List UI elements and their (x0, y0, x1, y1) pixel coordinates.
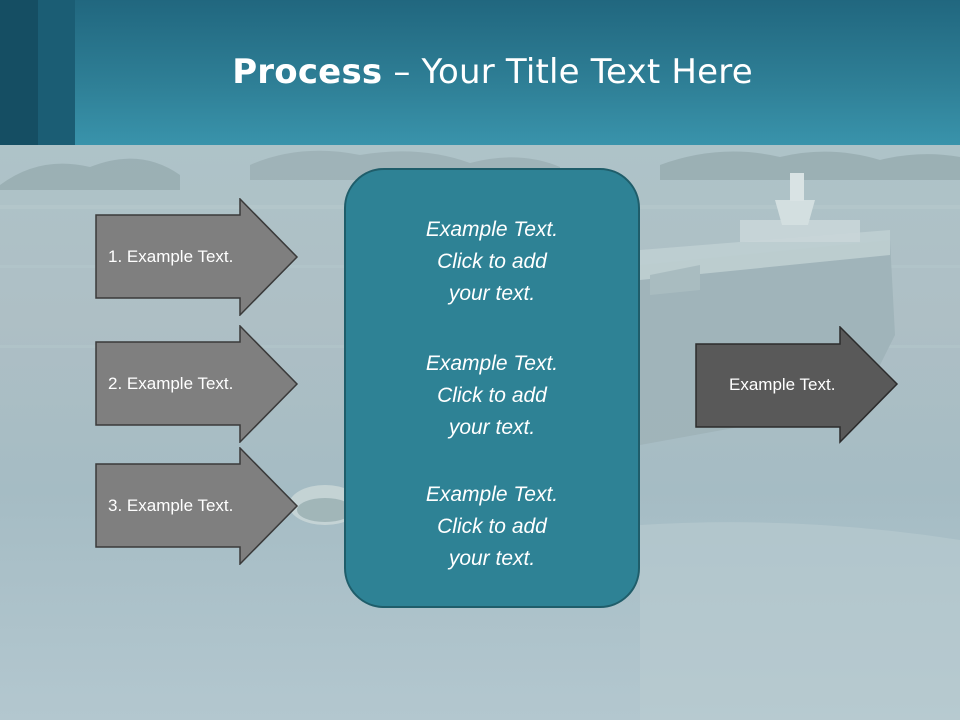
step-arrow-label: 3. Example Text. (108, 496, 234, 515)
panel-text-block[interactable]: Example Text. Click to add your text. (346, 348, 638, 444)
panel-line: Example Text. (425, 352, 559, 375)
step-arrow-1[interactable]: 1. Example Text. (95, 198, 299, 316)
step-arrow-label: 2. Example Text. (108, 374, 234, 393)
step-arrow-2[interactable]: 2. Example Text. (95, 325, 299, 443)
panel-line: Example Text. (425, 218, 559, 241)
result-arrow[interactable]: Example Text. (695, 326, 899, 444)
panel-text-block[interactable]: Example Text. Click to add your text. (346, 479, 638, 575)
result-arrow-label: Example Text. (729, 375, 836, 394)
panel-line: Click to add (437, 384, 547, 407)
panel-line: Example Text. (425, 483, 559, 506)
panel-line: Click to add (437, 250, 547, 273)
title-rest-text: – Your Title Text Here (382, 52, 753, 92)
header-accent-strip (38, 0, 75, 145)
title-bold-text: Process (232, 52, 383, 92)
step-arrow-label: 1. Example Text. (108, 247, 234, 266)
slide-title[interactable]: Process – Your Title Text Here (0, 52, 960, 92)
panel-line: your text. (448, 282, 536, 305)
panel-line: Click to add (437, 515, 547, 538)
header-accent-strip (0, 0, 38, 145)
title-header: Process – Your Title Text Here (0, 0, 960, 145)
panel-line: your text. (448, 547, 536, 570)
panel-text-block[interactable]: Example Text. Click to add your text. (346, 214, 638, 310)
step-arrow-3[interactable]: 3. Example Text. (95, 447, 299, 565)
panel-line: your text. (448, 416, 536, 439)
center-text-panel[interactable]: Example Text. Click to add your text. Ex… (344, 168, 640, 608)
